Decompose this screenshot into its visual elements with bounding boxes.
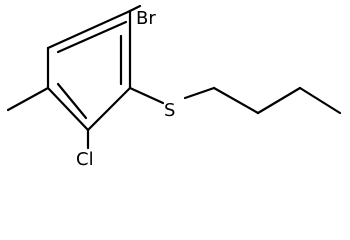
bond-to-methyl <box>6 86 50 112</box>
chlorine-label: Cl <box>76 149 94 170</box>
chemical-structure: Br S Cl <box>6 4 342 170</box>
chain-bond-1 <box>183 86 216 100</box>
bromine-label: Br <box>136 8 156 29</box>
bond-to-bromine <box>128 4 142 13</box>
ring-bond-top <box>46 9 132 50</box>
ring-double-bond-inner-top <box>56 20 128 54</box>
chain-bond-3 <box>256 86 302 115</box>
ring-bond-bottom-right <box>86 86 132 132</box>
ring-double-bond-inner-bottom <box>56 82 88 120</box>
ring-bond-bottom-left <box>46 86 90 132</box>
sulfur-label: S <box>164 100 175 121</box>
chain-bond-4 <box>298 86 342 115</box>
chain-bond-2 <box>212 86 260 115</box>
bond-to-sulfur <box>128 86 165 105</box>
